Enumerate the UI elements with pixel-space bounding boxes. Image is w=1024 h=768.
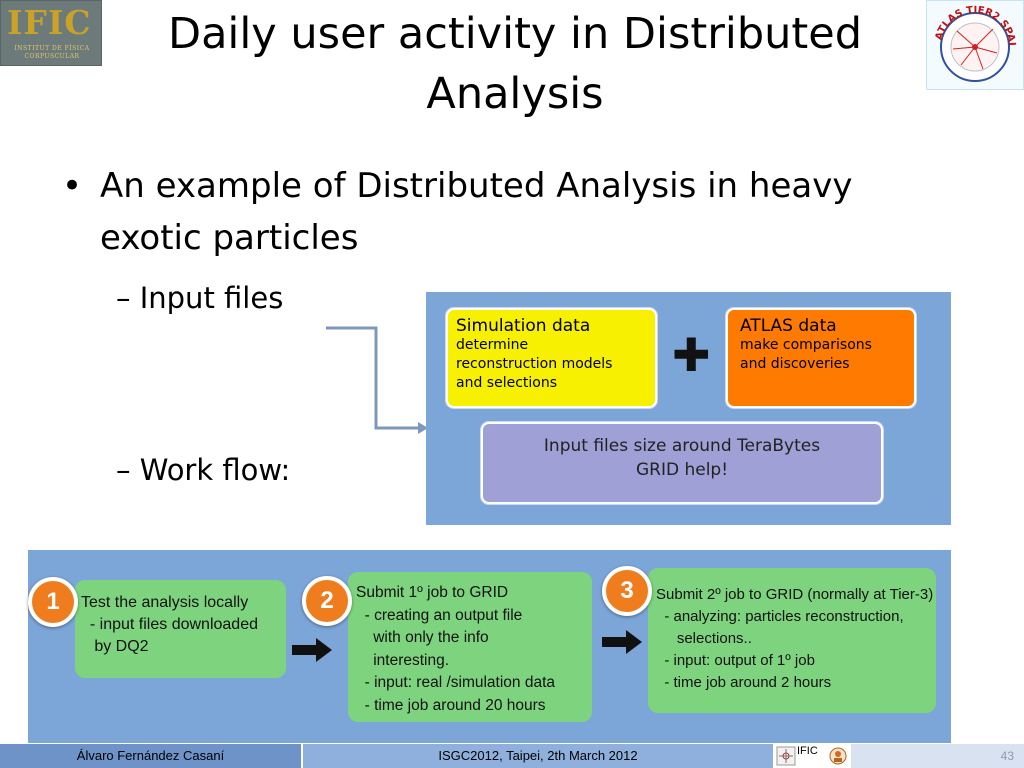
input-size-line: Input files size around TeraBytes [543,436,821,456]
step-line: by DQ2 [81,638,149,655]
slide-title-line2: Analysis [426,69,604,119]
slide-title: Daily user activity in Distributed Analy… [110,4,920,124]
atlas-emblem-icon: ATLAS TIER2 SPAIN [923,0,1017,82]
footer-ific-label: IFIC [797,745,818,757]
connector-arrow-icon [326,326,428,434]
step-number-badge: 3 [602,566,652,616]
footer-logos: IFIC [773,744,851,768]
page-number: 43 [851,744,1024,768]
step-line: - input files downloaded [81,616,258,633]
step-line: Submit 2º job to GRID (normally at Tier-… [656,586,934,603]
input-files-panel: Simulation data determine reconstruction… [426,292,951,525]
step-line: with only the info [356,629,489,646]
step-line: - time job around 2 hours [656,674,832,691]
workflow-step-3: Submit 2º job to GRID (normally at Tier-… [648,568,936,713]
step-line: - creating an output file [356,606,523,624]
step-number-badge: 2 [302,576,352,626]
atlas-data-line: and discoveries [740,356,850,372]
workflow-panel: Test the analysis locally - input files … [28,550,951,743]
footer-author: Álvaro Fernández Casaní [0,744,302,768]
ific-logo-text: IFIC [7,3,92,42]
step-line: Test the analysis locally [81,594,249,611]
simulation-data-line: reconstruction models [456,356,613,372]
atlas-data-title: ATLAS data [740,316,837,336]
simulation-data-box: Simulation data determine reconstruction… [446,308,657,408]
slide-footer: Álvaro Fernández Casaní ISGC2012, Taipei… [0,744,1024,768]
step-line: selections.. [656,630,752,647]
step-number-badge: 1 [28,577,78,627]
step-line: - input: real /simulation data [356,674,556,691]
ific-logo: IFIC INSTITUT DE FÍSICA CORPUSCULAR [0,0,102,66]
simulation-data-line: determine [456,337,529,353]
atlas-data-box: ATLAS data make comparisons and discover… [726,308,916,408]
main-bullet-text: An example of Distributed Analysis in he… [100,166,853,258]
input-size-line: GRID help! [635,460,729,480]
step-line: - time job around 20 hours [356,696,546,714]
atlas-tier2-spain-logo: ATLAS TIER2 SPAIN [923,0,1024,90]
right-arrow-icon [602,630,642,654]
simulation-data-title: Simulation data [456,316,591,336]
workflow-step-1: Test the analysis locally - input files … [75,580,286,678]
right-arrow-icon [292,638,332,662]
csic-logo-icon [776,746,796,766]
step-line: interesting. [356,651,450,669]
step-line: - input: output of 1º job [656,652,815,669]
step-line: - analyzing: particles reconstruction, [656,608,904,625]
input-size-box: Input files size around TeraBytes GRID h… [481,422,883,504]
university-logo-icon [829,747,847,765]
sub-bullet-input-files: – Input files [116,281,284,315]
bullet-marker: • [62,166,83,206]
atlas-data-line: make comparisons [740,337,872,353]
simulation-data-line: and selections [456,375,558,391]
slide-title-line1: Daily user activity in Distributed [167,9,863,59]
footer-event: ISGC2012, Taipei, 2th March 2012 [303,744,773,768]
step-line: Submit 1º job to GRID [356,584,509,601]
ific-logo-subtitle: INSTITUT DE FÍSICA CORPUSCULAR [14,45,90,60]
workflow-step-2: Submit 1º job to GRID - creating an outp… [348,572,592,722]
sub-bullet-work-flow: – Work flow: [116,453,291,487]
plus-icon: ✚ [672,328,711,382]
